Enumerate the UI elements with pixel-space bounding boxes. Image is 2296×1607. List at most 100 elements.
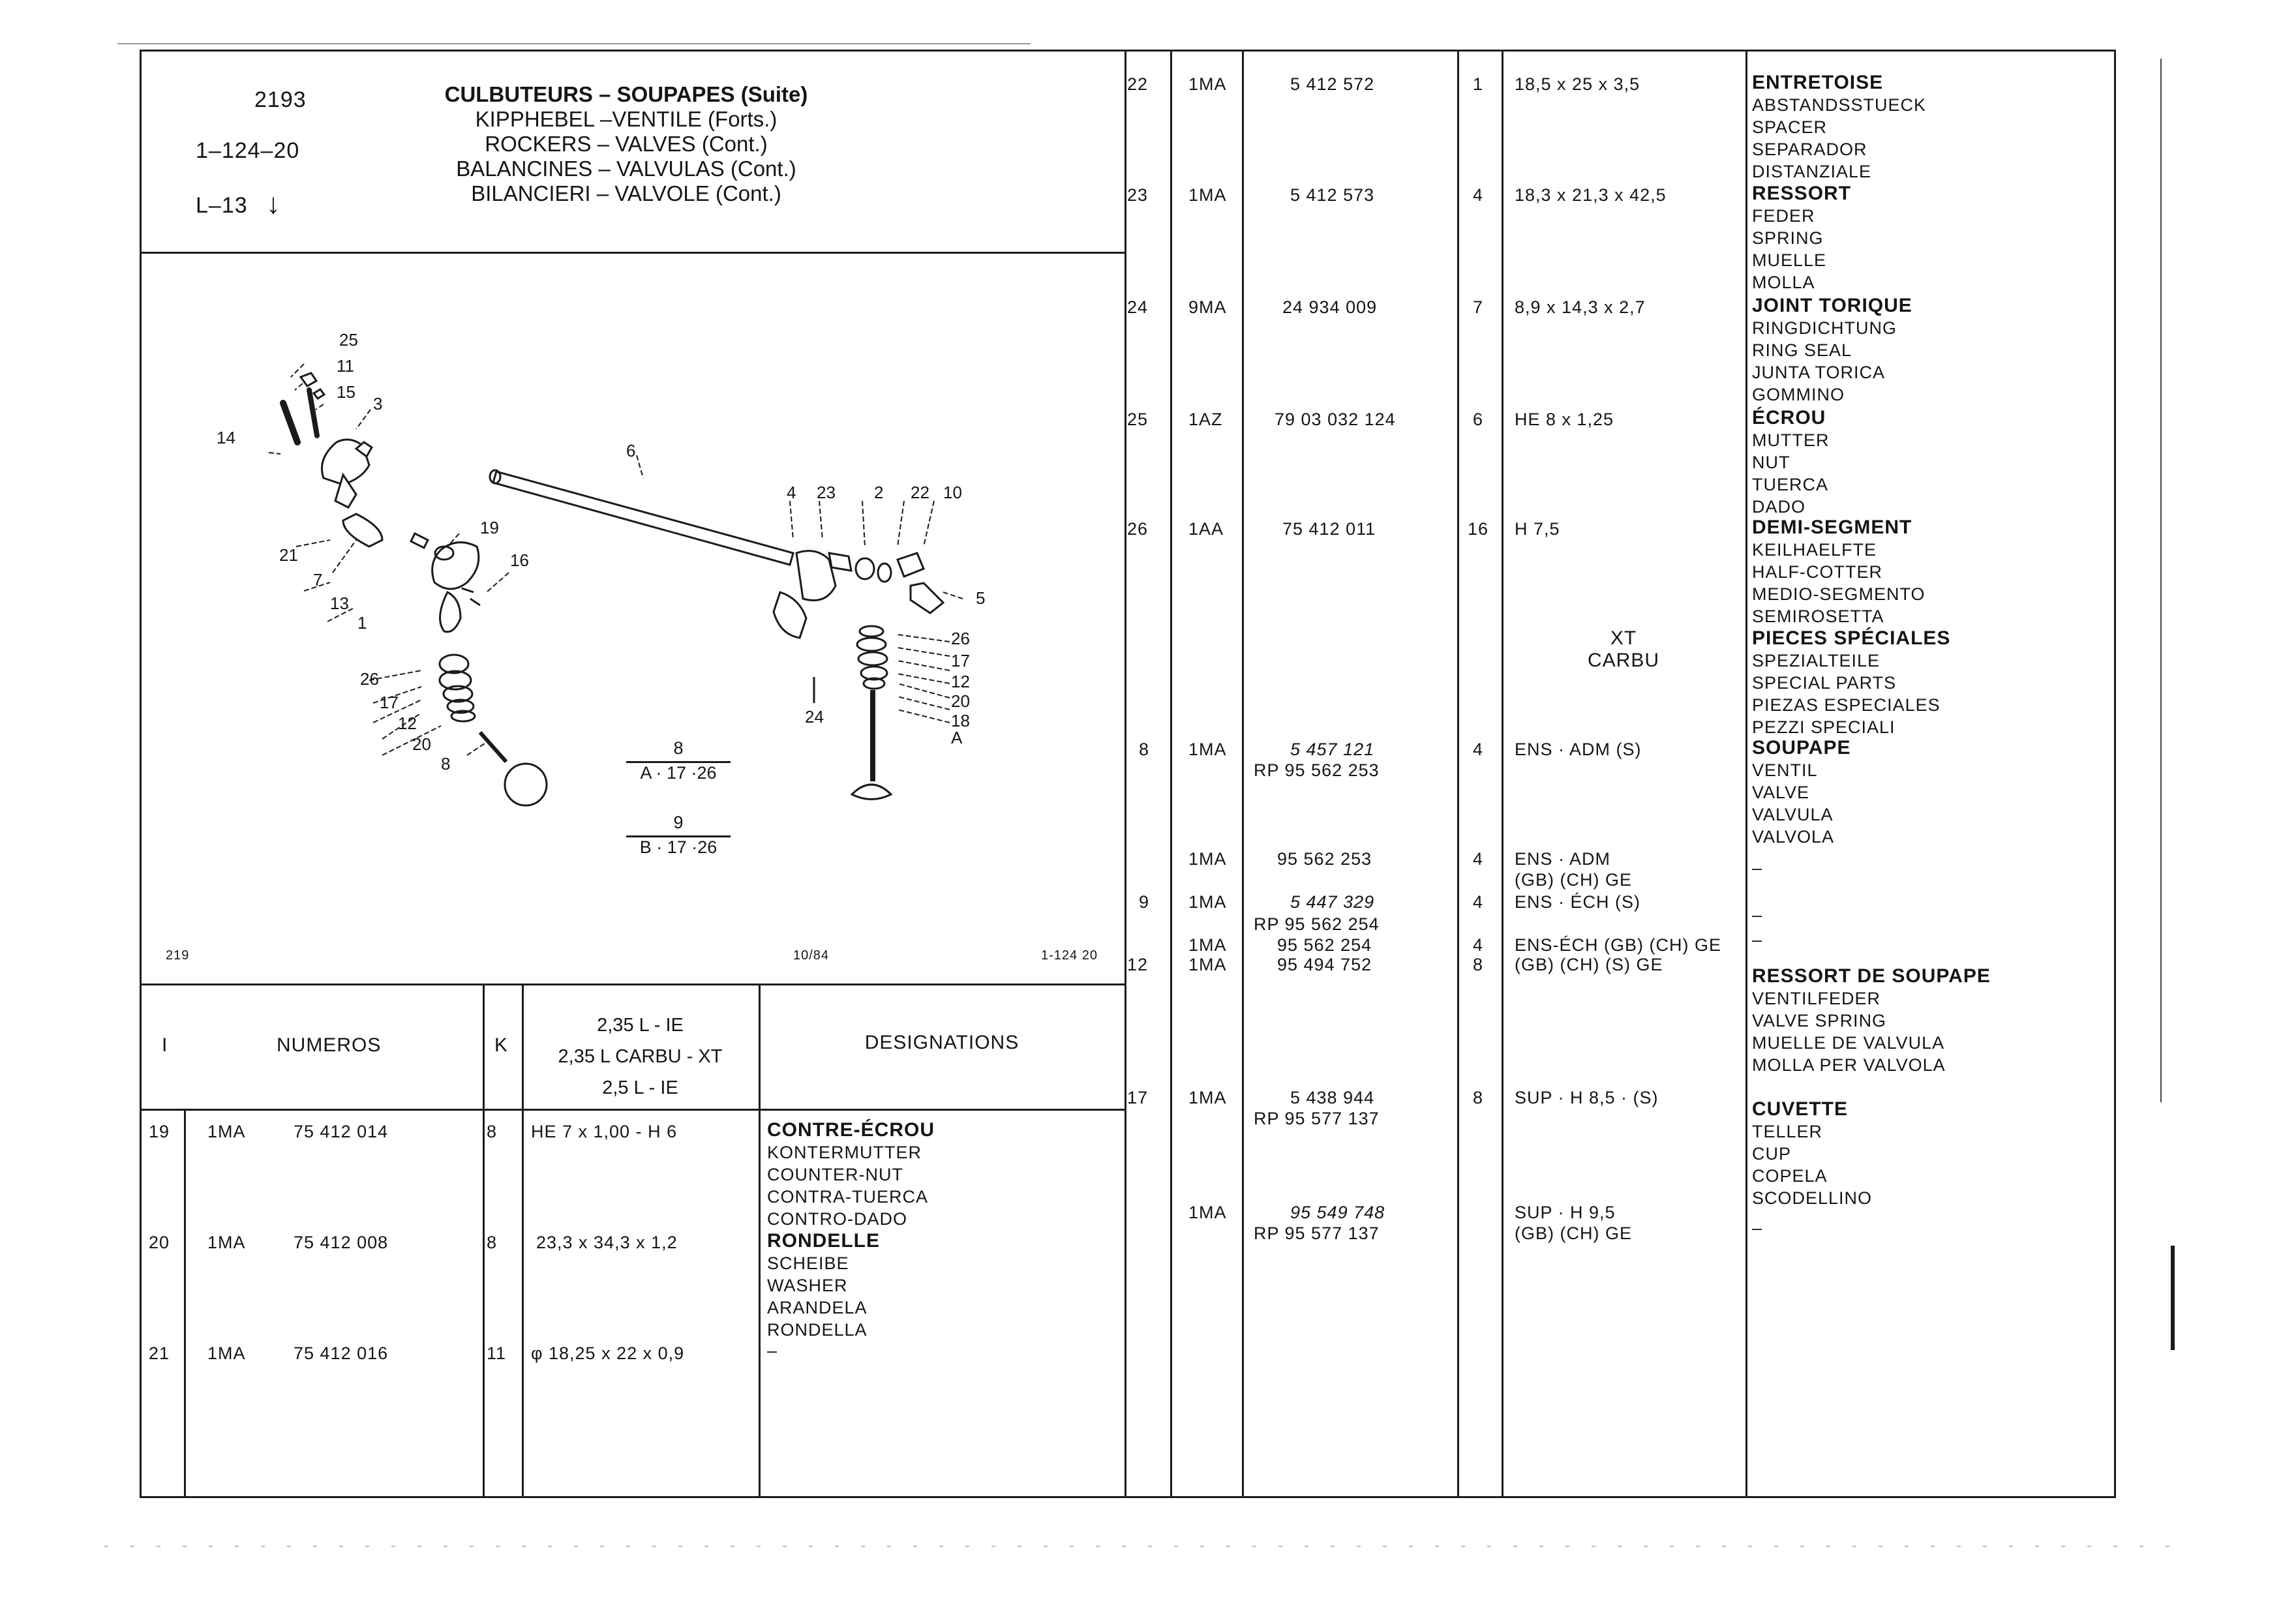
col-header-designations: DESIGNATIONS [864,1032,1020,1053]
title-it: BILANCIERI – VALVOLE (Cont.) [471,181,781,205]
row9-number: 5 447 329 [1290,892,1375,912]
callout-5: 5 [976,588,986,608]
fraction-denominator: A · 17 ·26 [640,763,717,783]
row26-qty: 16 [1468,519,1489,539]
row22-code: 1MA [1188,74,1227,94]
row8b-designation: – [1752,858,1763,878]
callout-7: 7 [313,570,323,590]
row9b-spec: ENS-ÉCH (GB) (CH) GE [1515,935,1721,955]
row25-spec: HE 8 x 1,25 [1515,410,1614,429]
row25-designation: ÉCROU MUTTER NUT TUERCA DADO [1752,407,1829,518]
desc-it: MOLLA PER VALVOLA [1752,1055,1946,1075]
row24-code: 9MA [1188,297,1227,317]
callout-18-right: 18 [951,711,970,730]
row21-number: 75 412 016 [294,1344,389,1363]
title-fr: CULBUTEURS – SOUPAPES (Suite) [444,82,808,106]
title-de: KIPPHEBEL –VENTILE (Forts.) [475,107,778,131]
callout-23: 23 [817,483,836,502]
row8b-spec-countries: (GB) (CH) GE [1515,870,1632,890]
row17-spec: SUP · H 8,5 · (S) [1515,1088,1659,1107]
callout-25: 25 [339,330,358,350]
row25-number: 79 03 032 124 [1275,410,1396,429]
row17-code: 1MA [1188,1088,1227,1107]
callout-26-right: 26 [951,629,970,648]
row26-designation: DEMI-SEGMENT KEILHAELFTE HALF-COTTER MED… [1752,517,1926,627]
col-header-k: K [494,1034,509,1056]
desc-de: TELLER [1752,1122,1823,1141]
row23-ref: 23 [1127,185,1149,205]
callout-A: A [951,728,963,747]
desc-en: NUT [1752,453,1790,472]
row17b-designation: – [1752,1218,1763,1238]
scan-noise [104,1546,2192,1547]
callout-13: 13 [330,593,349,613]
row12-code: 1MA [1188,955,1227,974]
desc-de: MUTTER [1752,430,1830,450]
desc-it: VALVOLA [1752,827,1835,847]
row23-designation: RESSORT FEDER SPRING MUELLE MOLLA [1752,183,1851,293]
row12-qty: 8 [1473,955,1484,974]
row24-qty: 7 [1473,297,1484,317]
callout-6: 6 [626,441,636,460]
callout-16: 16 [510,550,529,570]
row17-qty: 8 [1473,1088,1484,1107]
callout-14: 14 [217,428,235,447]
row8b-qty: 4 [1473,849,1484,869]
row19-code: 1MA [207,1122,246,1141]
scan-noise [117,43,1031,44]
row8-code: 1MA [1188,740,1227,759]
row26-code: 1AA [1188,519,1224,539]
desc-it: MOLLA [1752,273,1815,292]
callout-20-right: 20 [951,691,970,711]
callout-10: 10 [943,483,962,502]
row8-qty: 4 [1473,740,1484,759]
row9-ref: 9 [1139,892,1150,912]
desc-en: COUNTER-NUT [767,1165,903,1184]
title-es: BALANCINES – VALVULAS (Cont.) [456,157,796,181]
callout-8: 8 [441,754,451,773]
callout-15: 15 [337,382,355,402]
callout-19: 19 [480,518,499,537]
desc-fr: DEMI-SEGMENT [1752,517,1912,538]
callout-20-left: 20 [412,734,431,754]
row12-number: 95 494 752 [1277,955,1372,974]
desc-en: VALVE SPRING [1752,1011,1887,1030]
callout-3: 3 [373,394,383,413]
callout-12-right: 12 [951,672,970,691]
figure-footer-date: 10/84 [793,948,830,963]
row9-code: 1MA [1188,892,1227,912]
desc-de: KONTERMUTTER [767,1143,922,1162]
desc-es: MEDIO-SEGMENTO [1752,584,1926,604]
desc-fr: PIECES SPÉCIALES [1752,627,1951,649]
desc-de: RINGDICHTUNG [1752,318,1897,338]
desc-fr: ENTRETOISE [1752,72,1884,93]
row19-ref: 19 [149,1122,170,1141]
desc-de: SCHEIBE [767,1254,849,1273]
row23-spec: 18,3 x 21,3 x 42,5 [1515,185,1667,205]
col-header-variants: 2,35 L - IE 2,35 L CARBU - XT 2,5 L - IE [522,1010,759,1104]
desc-it: DISTANZIALE [1752,162,1872,181]
callout-4: 4 [787,483,796,502]
callout-2: 2 [874,483,884,502]
desc-es: SEPARADOR [1752,140,1867,159]
row9-replacement: RP 95 562 254 [1254,914,1380,934]
callout-17-right: 17 [951,651,970,670]
exploded-parts-diagram [268,363,963,807]
row17-number: 5 438 944 [1290,1088,1375,1107]
figure-footer-right: 1-124 20 [1041,948,1098,963]
row20-ref: 20 [149,1233,170,1252]
callout-21: 21 [279,545,298,565]
callout-24: 24 [805,707,824,727]
desc-en: WASHER [767,1276,848,1295]
row24-number: 24 934 009 [1282,297,1378,317]
row23-number: 5 412 573 [1290,185,1375,205]
row22-number: 5 412 572 [1290,74,1375,94]
row8-replacement: RP 95 562 253 [1254,760,1380,780]
row8b-code: 1MA [1188,849,1227,869]
row19-spec: HE 7 x 1,00 - H 6 [531,1122,678,1141]
desc-fr: RESSORT [1752,183,1852,204]
desc-de: VENTILFEDER [1752,989,1881,1008]
desc-de: VENTIL [1752,760,1818,780]
row25-ref: 25 [1127,410,1149,429]
catalog-ref: 1–124–20 [196,138,300,163]
